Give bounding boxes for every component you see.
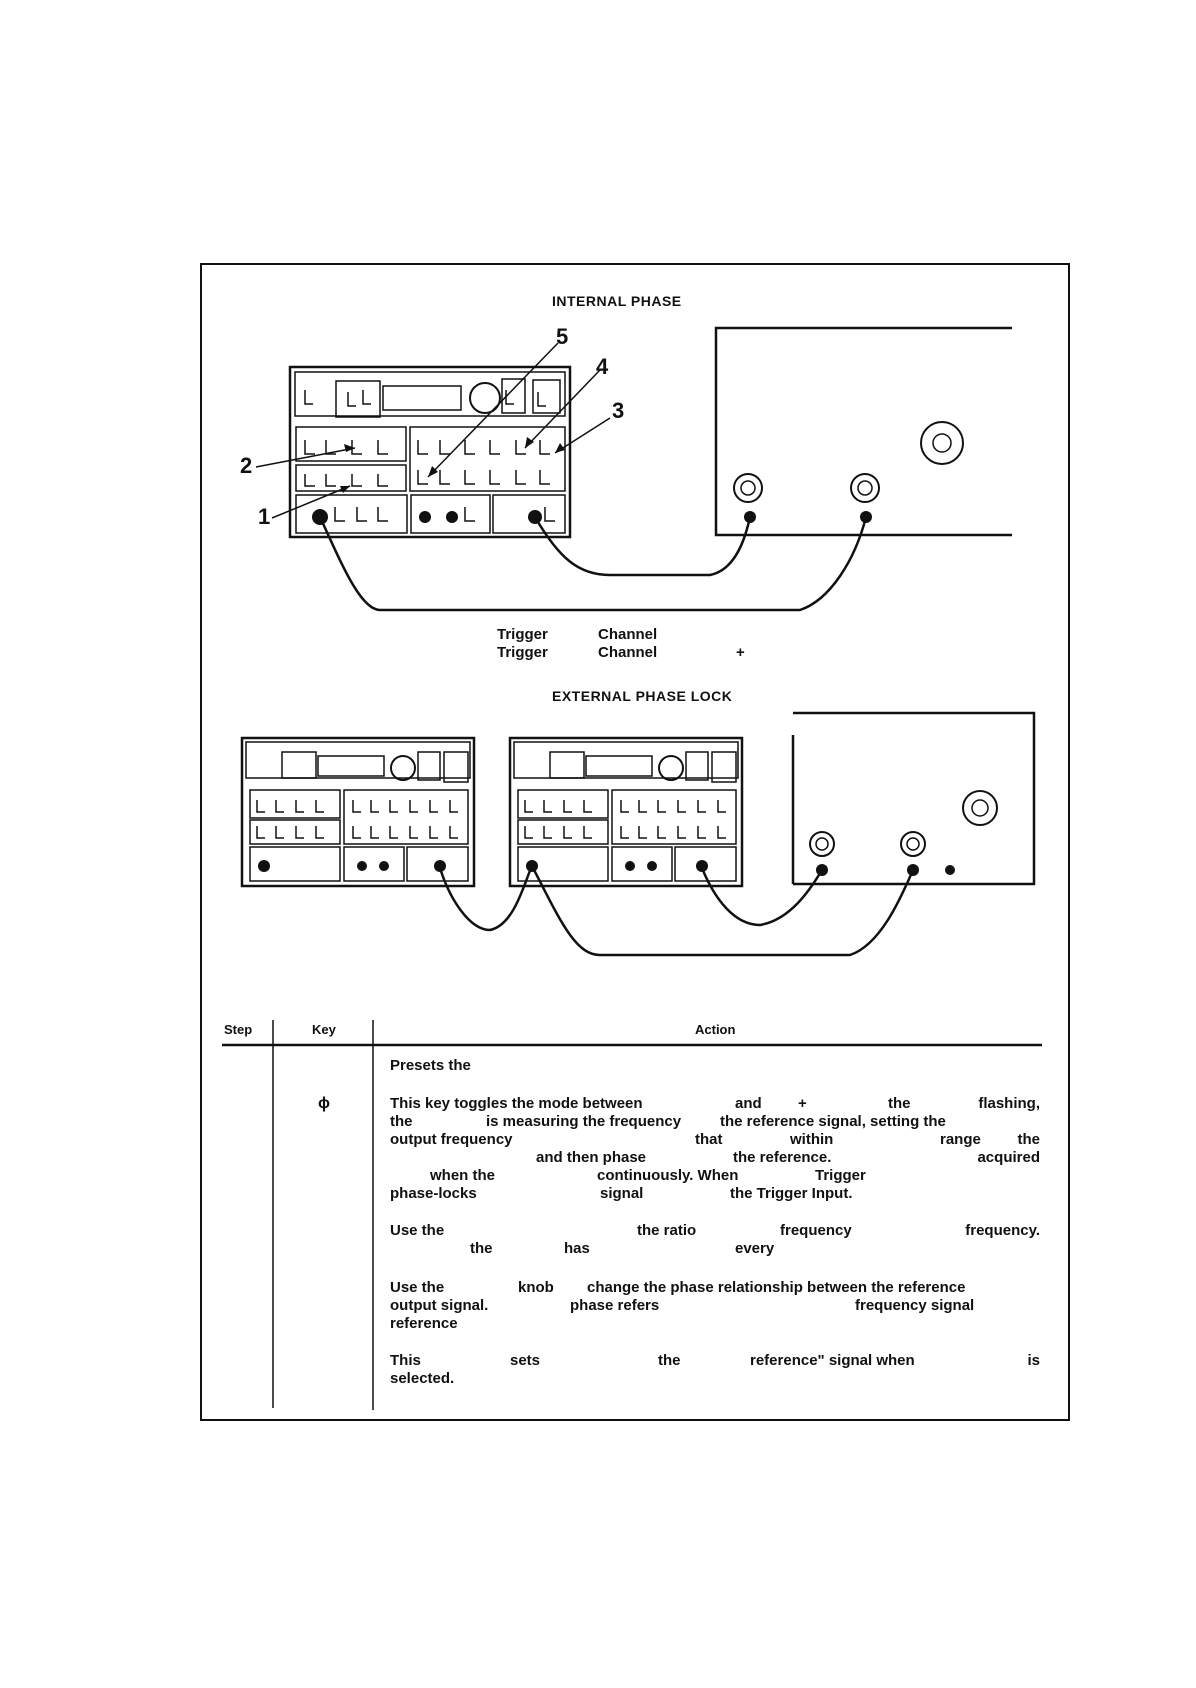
action-line: Presets the (390, 1057, 471, 1074)
table-header-step: Step (224, 1022, 253, 1037)
key-phase-symbol: ϕ (318, 1095, 330, 1112)
callout-3: 3 (612, 398, 625, 423)
action-paragraph-1: Presets the (390, 1057, 1040, 1075)
callout-5: 5 (556, 324, 569, 349)
action-paragraph-3: Use the the ratio frequency frequency. t… (390, 1222, 1040, 1258)
action-line: This sets the reference" signal when is (390, 1352, 1040, 1369)
action-line: output signal. phase refers frequency si… (390, 1297, 975, 1314)
callout-2: 2 (240, 453, 253, 478)
action-line: the has every (470, 1240, 775, 1257)
action-line: reference (390, 1315, 458, 1332)
callout-4: 4 (596, 354, 609, 379)
action-line: the is measuring the frequency the refer… (390, 1113, 946, 1130)
action-paragraph-5: This sets the reference" signal when is … (390, 1352, 1040, 1388)
action-line: selected. (390, 1370, 455, 1387)
cable-label-channel-2: Channel (598, 644, 658, 661)
callout-1: 1 (258, 504, 271, 529)
action-paragraph-4: Use the knob change the phase relationsh… (390, 1279, 1040, 1333)
heading-internal-phase: INTERNAL PHASE (552, 293, 682, 309)
action-line: Use the knob change the phase relationsh… (390, 1279, 966, 1296)
action-line: output frequency that within range the (390, 1131, 1040, 1148)
action-line: This key toggles the mode between and + … (390, 1095, 1040, 1112)
action-line: and then phase the reference. acquired (536, 1149, 1040, 1166)
action-line: when the continuously. When Trigger (430, 1167, 866, 1184)
cable-label-channel-1: Channel (598, 626, 658, 643)
table-header-key: Key (312, 1022, 336, 1037)
action-paragraph-2: This key toggles the mode between and + … (390, 1095, 1040, 1203)
cable-label-plus: + (736, 644, 745, 661)
action-line: phase-locks signal the Trigger Input. (390, 1185, 853, 1202)
figure-frame (200, 263, 1070, 1421)
table-header-action: Action (695, 1022, 736, 1037)
cable-label-trigger-1: Trigger (497, 626, 548, 643)
heading-external-phase-lock: EXTERNAL PHASE LOCK (552, 688, 733, 704)
action-line: Use the the ratio frequency frequency. (390, 1222, 1040, 1239)
cable-label-trigger-2: Trigger (497, 644, 548, 661)
